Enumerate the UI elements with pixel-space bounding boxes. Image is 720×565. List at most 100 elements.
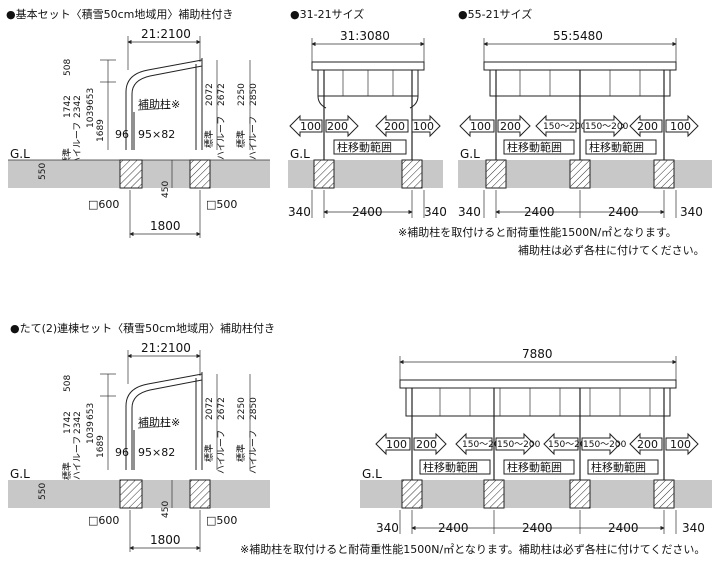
h1039: 1039 [86, 105, 96, 128]
std-label-l-2: 標準 [61, 462, 73, 480]
f3-m150b: 150～200 [497, 440, 541, 450]
h2072-2: 2072 [205, 397, 215, 420]
f3-d2400c: 2400 [608, 521, 639, 535]
section2-title: ●たて(2)連棟セット〈積雪50cm地域用〉補助柱付き [10, 321, 275, 335]
h2672-2: 2672 [217, 397, 227, 420]
h2250-2: 2250 [237, 397, 247, 420]
h1039-2: 1039 [86, 421, 96, 444]
side-view-2: 21:2100 補助柱※ 96 95×82 508 1742 2342 標準 ハ… [8, 341, 270, 552]
front1-width: 31:3080 [340, 29, 390, 43]
f2-d340b: 340 [680, 205, 703, 219]
f3-d2400a: 2400 [438, 521, 469, 535]
post-size-label: 95×82 [138, 128, 175, 141]
high-label-l-2: ハイルーフ [73, 436, 83, 480]
high-label-r2-2: ハイルーフ [249, 430, 259, 474]
std-label-r2: 標準 [235, 130, 247, 148]
sq500-label: □500 [206, 198, 237, 211]
gl-label-2: G.L [10, 467, 30, 481]
f1-m100a: 100 [300, 120, 321, 133]
f3-gl: G.L [362, 467, 382, 481]
post-width-96: 96 [115, 128, 129, 141]
f3-m150d: 150～200 [583, 440, 627, 450]
h1689-2: 1689 [96, 435, 106, 458]
front2-title: ●55-21サイズ [458, 7, 532, 21]
h2850: 2850 [249, 83, 259, 106]
note1: ※補助柱を取付けると耐荷重性能1500N/㎡となります。 [398, 225, 677, 239]
f2-d340a: 340 [458, 205, 481, 219]
f1-m100b: 100 [413, 120, 434, 133]
h450: 450 [161, 181, 171, 198]
h1689: 1689 [96, 119, 106, 142]
h1742-2: 1742 [63, 411, 73, 434]
depth-label: 21:2100 [141, 27, 191, 41]
f3-range2: 柱移動範囲 [507, 460, 562, 474]
f2-d2400a: 2400 [524, 205, 555, 219]
post-width-96-2: 96 [115, 446, 129, 459]
h653: 653 [86, 88, 96, 105]
h550: 550 [38, 163, 48, 180]
std-label-r2-2: 標準 [235, 444, 247, 462]
front2-width: 55:5480 [553, 29, 603, 43]
w1800-2: 1800 [150, 533, 181, 547]
f1-d340a: 340 [288, 205, 311, 219]
h450-2: 450 [161, 501, 171, 518]
high-label-r1-2: ハイルーフ [217, 430, 227, 474]
note2: 補助柱は必ず各柱に付けてください。 [518, 243, 705, 257]
front3-width: 7880 [522, 347, 553, 361]
f1-m200b: 200 [384, 120, 405, 133]
f3-m150c: 150～200 [548, 440, 592, 450]
h1742: 1742 [63, 95, 73, 118]
note-section2: ※補助柱を取付けると耐荷重性能1500N/㎡となります。補助柱は必ず各柱に付けて… [240, 542, 705, 556]
gl-label: G.L [10, 147, 30, 161]
f1-d2400: 2400 [352, 205, 383, 219]
f2-m200a: 200 [500, 120, 521, 133]
f3-d340b: 340 [682, 521, 705, 535]
f2-gl: G.L [460, 147, 480, 161]
post-size-label-2: 95×82 [138, 446, 175, 459]
depth-label-2: 21:2100 [141, 341, 191, 355]
h550-2: 550 [38, 483, 48, 500]
h2342-2: 2342 [73, 411, 83, 434]
h2250: 2250 [237, 83, 247, 106]
h508-2: 508 [63, 375, 73, 392]
sq600-label: □600 [88, 198, 119, 211]
h508: 508 [63, 59, 73, 76]
f3-range3: 柱移動範囲 [591, 460, 646, 474]
f3-m100a: 100 [386, 438, 407, 451]
w1800: 1800 [150, 219, 181, 233]
f2-m200b: 200 [637, 120, 658, 133]
f2-m100a: 100 [470, 120, 491, 133]
front-view-31: 31:3080 100 200 200 100 柱移動範囲 G.L 340 [288, 29, 447, 219]
sq600-label-2: □600 [88, 514, 119, 527]
aux-post-label-2: 補助柱※ [138, 415, 180, 429]
f1-gl: G.L [290, 147, 310, 161]
f2-d2400b: 2400 [608, 205, 639, 219]
h2850-2: 2850 [249, 397, 259, 420]
front-view-55: 55:5480 100 200 150～200 150～200 200 100 … [458, 29, 712, 219]
std-label-r1-2: 標準 [203, 444, 215, 462]
f2-range2: 柱移動範囲 [589, 140, 644, 154]
f3-m150a: 150～200 [462, 440, 506, 450]
high-label-l: ハイルーフ [73, 122, 83, 166]
high-label-r2: ハイルーフ [249, 116, 259, 160]
std-label-r1: 標準 [203, 130, 215, 148]
side-view-1: 21:2100 補助柱※ 96 95×82 508 1742 2342 標準 ハ… [8, 27, 270, 238]
f3-range1: 柱移動範囲 [423, 460, 478, 474]
h2072: 2072 [205, 83, 215, 106]
f2-range1: 柱移動範囲 [507, 140, 562, 154]
f2-m150a: 150～200 [543, 122, 587, 132]
h2342: 2342 [73, 95, 83, 118]
f3-m200a: 200 [416, 438, 437, 451]
h653-2: 653 [86, 403, 96, 420]
front1-title: ●31-21サイズ [290, 7, 364, 21]
f3-d2400b: 2400 [522, 521, 553, 535]
f2-m150b: 150～200 [585, 122, 629, 132]
f3-m200b: 200 [637, 438, 658, 451]
sq500-label-2: □500 [206, 514, 237, 527]
f2-m100b: 100 [670, 120, 691, 133]
section1-title: ●基本セット〈積雪50cm地域用〉補助柱付き [6, 7, 233, 21]
f1-d340b: 340 [424, 205, 447, 219]
f1-m200a: 200 [327, 120, 348, 133]
